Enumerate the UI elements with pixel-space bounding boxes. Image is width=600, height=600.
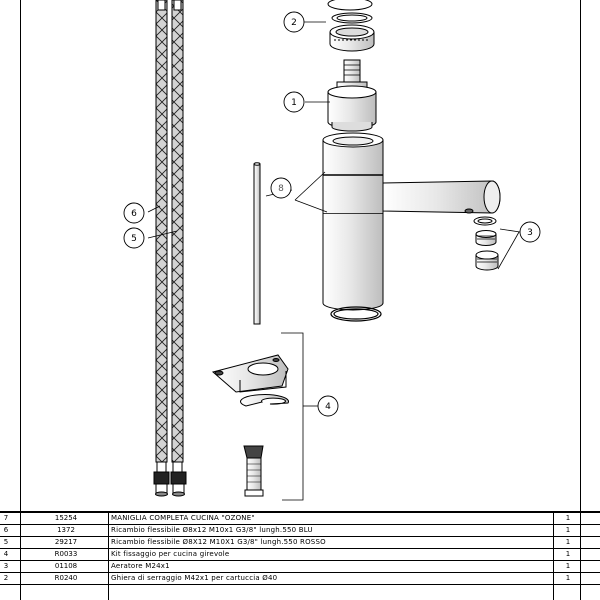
row-code: 15254 [54,514,78,522]
callout-4-circle [317,395,339,417]
row-code: 29217 [54,538,78,546]
table-row: 6 1372 Ricambio flessibile Ø8x12 M10x1 G… [0,524,600,536]
parts-table: 7 15254 MANIGLIA COMPLETA CUCINA "OZONE"… [0,512,600,600]
callout-8-circle [270,177,292,199]
row-code: R0033 [54,550,78,558]
table-row: 4 R0033 Kit fissaggio per cucina girevol… [0,548,600,560]
hose-bottom-fittings [153,461,187,497]
row-position: 7 [3,514,9,522]
row-code: R0240 [54,574,78,582]
base-o-ring [330,306,382,322]
row-position: 4 [3,550,9,558]
fixing-kit-part [211,354,289,497]
table-row: 3 01108 Aeratore M24x1 1 [0,560,600,572]
row-description: Ricambio flessibile Ø8x12 M10x1 G3/8" lu… [111,526,313,534]
mixer-body [322,132,501,311]
callout-3-circle [519,221,541,243]
threaded-rod [253,162,261,325]
row-position: 2 [3,574,9,582]
callout-2-circle [283,11,305,33]
callout-1-circle [283,91,305,113]
callout-1-label: 1 [291,98,297,108]
callout-6-circle [123,202,145,224]
callout-5-circle [123,227,145,249]
flexible-hose-5 [171,0,184,463]
callout-5-label: 5 [131,234,137,244]
table-row: 2 R0240 Ghiera di serraggio M42x1 per ca… [0,572,600,584]
row-position: 3 [3,562,9,570]
row-description: Aeratore M24x1 [111,562,170,570]
ring-nut-part [327,0,375,52]
callout-3-label: 3 [527,228,533,238]
row-position: 6 [3,526,9,534]
row-description: Kit fissaggio per cucina girevole [111,550,230,558]
hose-top-fittings [157,0,182,11]
row-position: 5 [3,538,9,546]
row-quantity: 1 [565,550,571,558]
row-description: Ricambio flessibile Ø8X12 M10X1 G3/8" lu… [111,538,326,546]
drawing-frame [0,0,600,512]
aerator-part [473,216,499,271]
parts-table-grid [0,512,600,600]
row-code: 01108 [54,562,78,570]
row-quantity: 1 [565,514,571,522]
exploded-view-drawing: 2 1 8 6 5 3 4 [0,0,600,512]
callout-labels: 2 1 8 6 5 3 4 [131,18,533,412]
callout-balloons [123,11,541,417]
callout-2-label: 2 [291,18,297,28]
table-row: 7 15254 MANIGLIA COMPLETA CUCINA "OZONE"… [0,512,600,524]
row-description: MANIGLIA COMPLETA CUCINA "OZONE" [111,514,255,522]
row-quantity: 1 [565,526,571,534]
table-row: 5 29217 Ricambio flessibile Ø8X12 M10X1 … [0,536,600,548]
callout-6-label: 6 [131,209,137,219]
row-quantity: 1 [565,538,571,546]
callout-4-label: 4 [325,402,331,412]
cartridge-part [327,59,377,132]
row-quantity: 1 [565,574,571,582]
row-quantity: 1 [565,562,571,570]
callout-8-label: 8 [278,184,284,194]
row-code: 1372 [57,526,75,534]
leader-lines [147,21,521,501]
row-description: Ghiera di serraggio M42x1 per cartuccia … [111,574,278,582]
flexible-hose-6 [155,0,168,463]
